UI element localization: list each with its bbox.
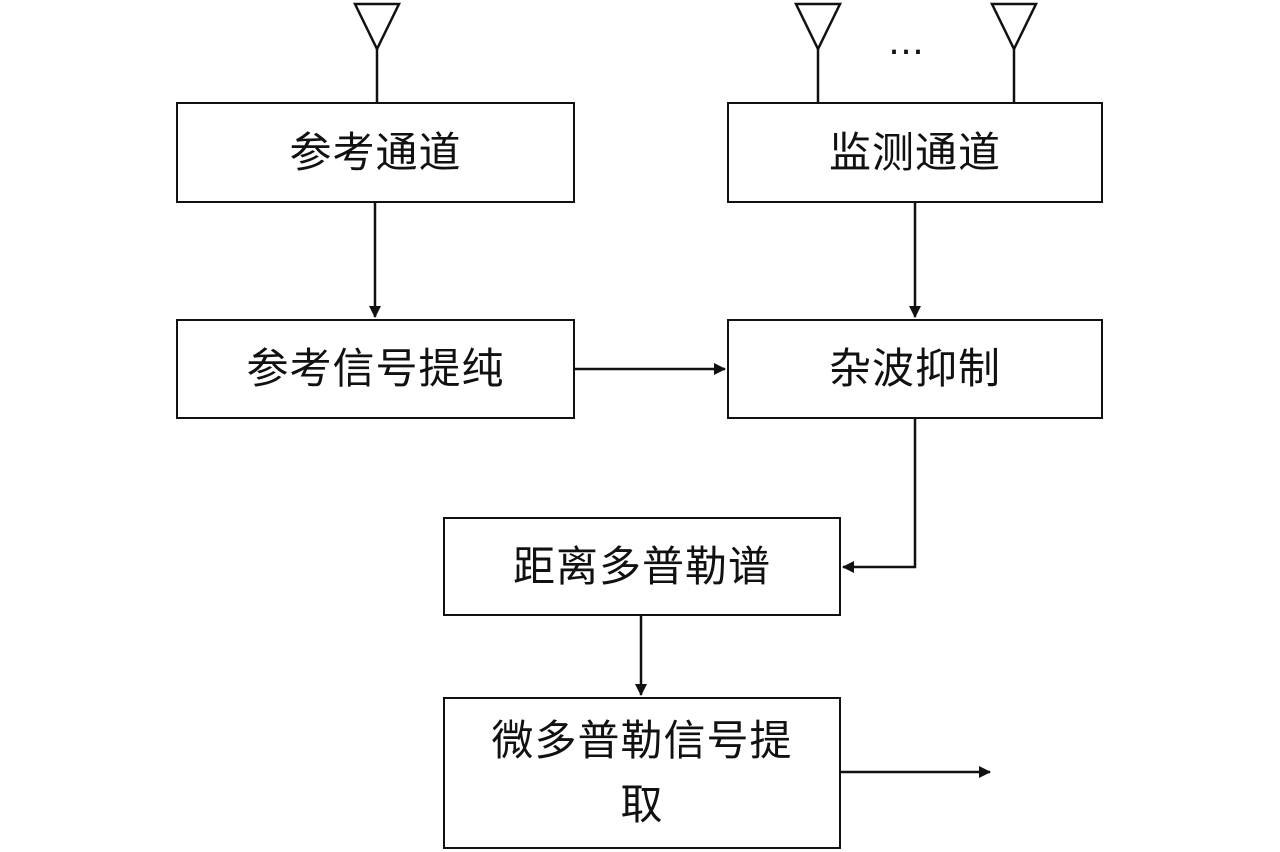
antenna-ellipsis: … <box>888 22 924 63</box>
reference-channel-label: 参考通道 <box>289 127 462 177</box>
monitor-channel-label: 监测通道 <box>828 127 1001 177</box>
reference-channel-block: 参考通道 <box>176 102 575 203</box>
arrow-clutter-to-rd <box>842 419 917 573</box>
antenna-icon <box>989 2 1039 102</box>
micro-doppler-extraction-label: 微多普勒信号提取 <box>491 716 793 829</box>
antenna-icon <box>352 2 402 102</box>
micro-doppler-extraction-block: 微多普勒信号提取 <box>443 697 841 849</box>
antenna-icon <box>793 2 843 102</box>
range-doppler-block: 距离多普勒谱 <box>443 517 841 616</box>
reference-purification-label: 参考信号提纯 <box>246 344 505 393</box>
range-doppler-label: 距离多普勒谱 <box>512 541 771 591</box>
clutter-suppression-label: 杂波抑制 <box>828 344 1001 393</box>
monitor-channel-block: 监测通道 <box>727 102 1103 203</box>
clutter-suppression-block: 杂波抑制 <box>727 319 1103 419</box>
reference-purification-block: 参考信号提纯 <box>176 319 575 419</box>
